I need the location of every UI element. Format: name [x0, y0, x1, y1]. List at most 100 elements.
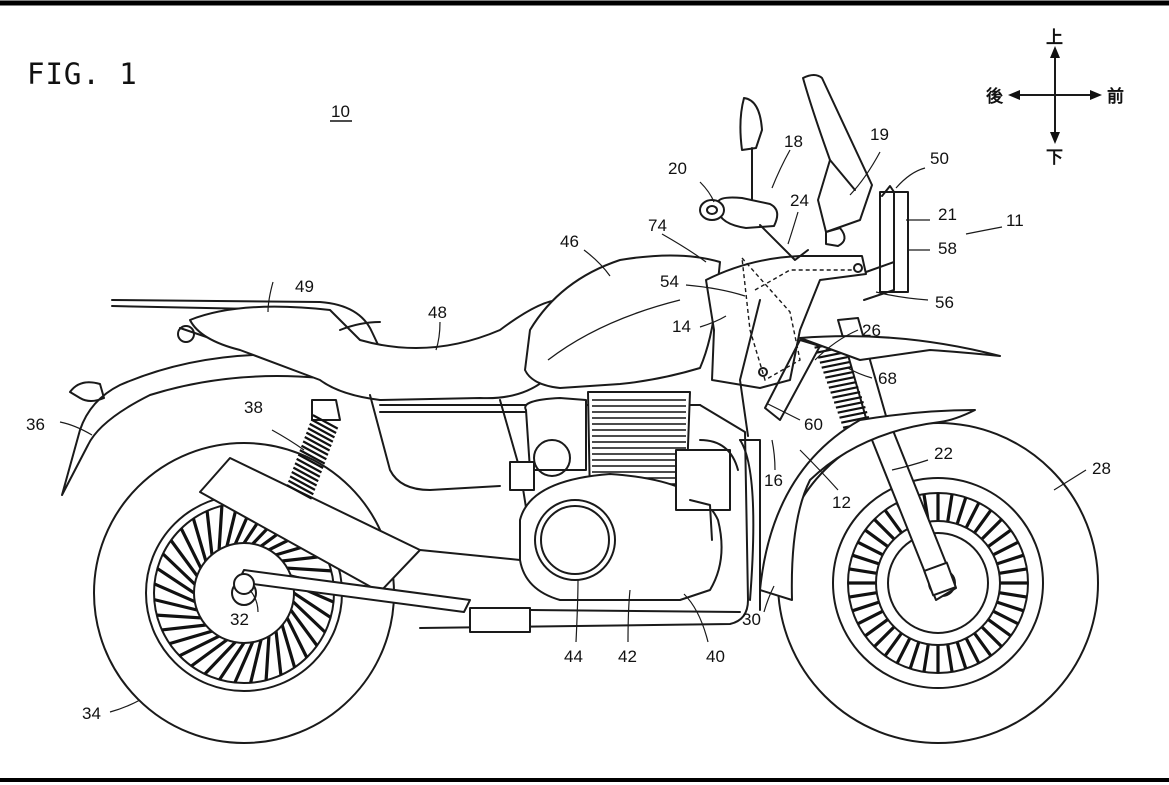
- wheel-spoke: [873, 518, 896, 541]
- spring-coil: [832, 391, 861, 399]
- wheel-spoke: [895, 637, 912, 664]
- ref-40: 40: [706, 647, 725, 666]
- direction-down-label: 下: [1046, 148, 1063, 168]
- spring-coil: [830, 386, 859, 394]
- spring-coil: [297, 453, 324, 469]
- spring-coil: [302, 440, 329, 456]
- wheel-spoke: [851, 553, 880, 566]
- wheel-spoke: [908, 641, 921, 670]
- wheel-spoke: [987, 528, 1012, 548]
- wheel-spoke: [998, 567, 1028, 575]
- wheel-spoke: [955, 496, 968, 525]
- spring-coil: [825, 371, 854, 379]
- ref-22: 22: [934, 444, 953, 463]
- wheel-spoke: [964, 637, 981, 664]
- spring-coil: [835, 401, 864, 409]
- wheel-spoke: [873, 625, 896, 648]
- ref-54: 54: [660, 272, 679, 291]
- spring-coil: [821, 361, 850, 369]
- ref-74: 74: [648, 216, 667, 235]
- arrow-left-icon: [1008, 90, 1020, 100]
- ref-56: 56: [935, 293, 954, 312]
- ref-68: 68: [878, 369, 897, 388]
- wheel-spoke: [992, 540, 1019, 557]
- spring-coil: [294, 462, 321, 478]
- spring-coil: [309, 422, 336, 439]
- ref-60: 60: [804, 415, 823, 434]
- spring-coil: [286, 484, 313, 500]
- arrow-up-icon: [1050, 46, 1060, 58]
- wheel-spoke: [857, 609, 884, 626]
- spring-coil: [291, 471, 318, 487]
- wheel-spoke: [992, 609, 1019, 626]
- ref-36: 36: [26, 415, 45, 434]
- direction-indicator: 上 下 後 前: [986, 28, 1124, 168]
- wheel-spoke: [946, 493, 954, 523]
- ref-42: 42: [618, 647, 637, 666]
- spring-coil: [837, 406, 866, 414]
- rear-fender: [61, 353, 331, 496]
- ref-21: 21: [938, 205, 957, 224]
- ref-49: 49: [295, 277, 314, 296]
- wheel-spoke: [987, 618, 1012, 638]
- spring-coil: [839, 411, 868, 419]
- wheel-spoke: [996, 600, 1025, 613]
- wheel-spoke: [964, 502, 981, 529]
- engine: [509, 391, 731, 601]
- direction-rear-label: 後: [986, 86, 1004, 107]
- ref-28: 28: [1092, 459, 1111, 478]
- ref-24: 24: [790, 191, 809, 210]
- ref-26: 26: [862, 321, 881, 340]
- windscreen: [802, 74, 873, 247]
- spring-coil: [312, 414, 339, 430]
- wheel-spoke: [857, 540, 884, 557]
- direction-up-label: 上: [1046, 28, 1063, 48]
- ref-16: 16: [764, 471, 783, 490]
- ref-58: 58: [938, 239, 957, 258]
- wheel-spoke: [922, 643, 930, 673]
- spring-coil: [289, 475, 316, 491]
- spring-coil: [292, 466, 319, 483]
- spring-coil: [826, 376, 855, 384]
- leader-lines: [59, 149, 1087, 713]
- wheel-spoke: [955, 641, 968, 670]
- spring-coil: [833, 396, 863, 404]
- wheel-spoke: [848, 591, 878, 599]
- ref-14: 14: [672, 317, 691, 336]
- spring-coil: [823, 366, 852, 374]
- wheel-spoke: [996, 553, 1025, 566]
- spring-coil: [819, 356, 848, 364]
- ref-19: 19: [870, 125, 889, 144]
- ref-18: 18: [784, 132, 803, 151]
- spring-coil: [828, 381, 857, 389]
- wheel-spoke: [864, 528, 889, 548]
- ref-20: 20: [668, 159, 687, 178]
- spring-coil: [300, 444, 327, 461]
- wheel-spoke: [851, 600, 880, 613]
- spring-coil: [310, 418, 337, 434]
- reference-labels: 36 34 38 32 49 48 46 74 54 14 20 18 24 1…: [26, 125, 1111, 723]
- wheel-spoke: [998, 591, 1028, 599]
- arrow-right-icon: [1090, 90, 1102, 100]
- ref-34: 34: [82, 704, 101, 723]
- spring-coil: [841, 416, 870, 424]
- ref-50: 50: [930, 149, 949, 168]
- ref-44: 44: [564, 647, 583, 666]
- front-fender: [759, 335, 1001, 601]
- arrow-down-icon: [1050, 132, 1060, 144]
- wheel-spoke: [883, 632, 903, 657]
- ref-30: 30: [742, 610, 761, 629]
- spring-coil: [307, 427, 334, 443]
- ref-12: 12: [832, 493, 851, 512]
- ref-11: 11: [1006, 211, 1024, 230]
- ref-32: 32: [230, 610, 249, 629]
- wheel-spoke: [980, 625, 1003, 648]
- wheel-spoke: [848, 567, 878, 575]
- swing-arm: [233, 399, 471, 613]
- wheel-spoke: [973, 509, 993, 534]
- wheel-spoke: [864, 618, 889, 638]
- figure-title: FIG. 1: [27, 57, 138, 91]
- ref-38: 38: [244, 398, 263, 417]
